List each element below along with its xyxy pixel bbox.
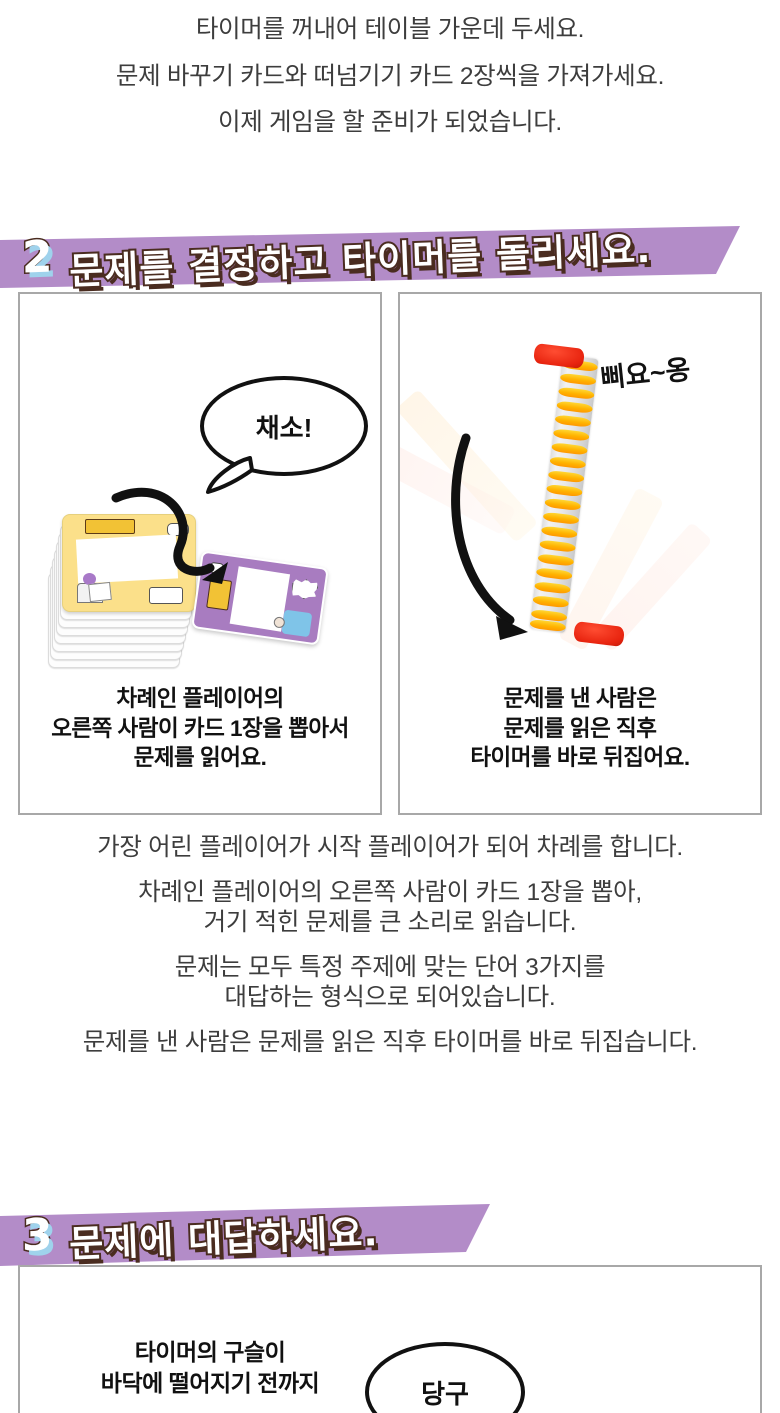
card-logo: [85, 519, 135, 534]
draw-card-arrow: [111, 487, 228, 584]
banner-shape-3: [0, 1204, 490, 1266]
section-3-banner: 3 문제에 대답하세요.: [0, 1204, 780, 1268]
section-2-title: 문제를 결정하고 타이머를 돌리세요.: [66, 226, 654, 295]
banner-shape-2: [0, 226, 740, 288]
right-panel-caption: 문제를 낸 사람은 문제를 읽은 직후 타이머를 바로 뒤집어요.: [400, 684, 760, 773]
speech-bubble-tail: [206, 456, 254, 494]
left-caption-line-2: 오른쪽 사람이 카드 1장을 뽑아서: [51, 715, 349, 741]
intro-line-1: 타이머를 꺼내어 테이블 가운데 두세요.: [195, 16, 585, 43]
right-caption-line-1: 문제를 낸 사람은: [503, 686, 657, 711]
section-2-number: 2: [20, 229, 54, 284]
section-3-caption: 타이머의 구슬이 바닥에 떨어지기 전까지: [60, 1337, 360, 1399]
intro-line-2: 문제 바꾸기 카드와 떠넘기기 카드 2장씩을 가져가세요.: [115, 62, 665, 90]
section-3-caption-line-1: 타이머의 구슬이: [134, 1339, 286, 1365]
middle-group-1: 가장 어린 플레이어가 시작 플레이어가 되어 차례를 합니다.: [0, 834, 780, 861]
timer-sound-effect: 삐요~옹: [598, 354, 692, 394]
middle-text-block: 가장 어린 플레이어가 시작 플레이어가 되어 차례를 합니다. 차례인 플레이…: [0, 834, 780, 1075]
speech-bubble-answer: 채소!: [200, 376, 368, 476]
middle-line-4-1: 문제를 낸 사람은 문제를 읽은 직후 타이머를 바로 뒤집습니다.: [82, 1028, 698, 1056]
speech-bubble-billiards-text: 당구: [421, 1378, 469, 1409]
middle-line-3-1: 문제는 모두 특정 주제에 맞는 단어 3가지를: [174, 953, 606, 981]
middle-line-1-1: 가장 어린 플레이어가 시작 플레이어가 되어 차례를 합니다.: [97, 834, 683, 861]
card-figure-paper: [88, 581, 112, 603]
card-figure-head: [83, 573, 96, 585]
middle-line-3-2: 대답하는 형식으로 되어있습니다.: [224, 984, 556, 1011]
middle-line-2-2: 거기 적힌 문제를 큰 소리로 읽습니다.: [203, 909, 577, 936]
middle-group-3: 문제는 모두 특정 주제에 맞는 단어 3가지를 대답하는 형식으로 되어있습니…: [0, 953, 780, 1011]
section-2-banner: 2 문제를 결정하고 타이머를 돌리세요.: [0, 226, 780, 295]
left-caption-line-1: 차례인 플레이어의: [116, 686, 284, 711]
right-caption-line-2: 문제를 읽은 직후: [503, 715, 657, 741]
panel-draw-card: 채소! 차례인 플레이어의 오른쪽 사람이 카드 1장을 뽑아서 문제를 읽어요…: [18, 292, 382, 815]
left-caption-line-3: 문제를 읽어요.: [133, 745, 267, 771]
section-3-caption-line-2: 바닥에 떨어지기 전까지: [100, 1370, 320, 1397]
timer-illustration: 삐요~옹: [400, 294, 760, 664]
section-3-title: 문제에 대답하세요.: [66, 1209, 381, 1268]
middle-group-4: 문제를 낸 사람은 문제를 읽은 직후 타이머를 바로 뒤집습니다.: [0, 1028, 780, 1056]
flip-timer-arrow: [451, 433, 528, 640]
panel-answer-question: 타이머의 구슬이 바닥에 떨어지기 전까지 당구: [18, 1265, 762, 1413]
drawn-card-burst: [290, 577, 319, 600]
right-caption-line-3: 타이머를 바로 뒤집어요.: [470, 745, 690, 771]
left-panel-caption: 차례인 플레이어의 오른쪽 사람이 카드 1장을 뽑아서 문제를 읽어요.: [20, 684, 380, 773]
section-3-number: 3: [20, 1207, 54, 1262]
middle-line-2-1: 차례인 플레이어의 오른쪽 사람이 카드 1장을 뽑아,: [138, 878, 642, 906]
speech-bubble-billiards: 당구: [365, 1342, 525, 1413]
timer-cap-top: [532, 343, 586, 369]
intro-text-block: 타이머를 꺼내어 테이블 가운데 두세요. 문제 바꾸기 카드와 떠넘기기 카드…: [0, 0, 780, 158]
panel-flip-timer: 삐요~옹 문제를 낸 사람은 문제를 읽은 직후 타이머를 바로 뒤집어요.: [398, 292, 762, 815]
drawn-card-figure-body: [281, 609, 313, 638]
intro-line-3: 이제 게임을 할 준비가 되었습니다.: [218, 109, 562, 136]
card-mini-bubble-2: [149, 587, 183, 604]
card-stack-illustration: [40, 444, 240, 668]
speech-bubble-answer-text: 채소!: [255, 412, 313, 443]
card-top-face: [62, 514, 196, 612]
middle-group-2: 차례인 플레이어의 오른쪽 사람이 카드 1장을 뽑아, 거기 적힌 문제를 큰…: [0, 878, 780, 936]
